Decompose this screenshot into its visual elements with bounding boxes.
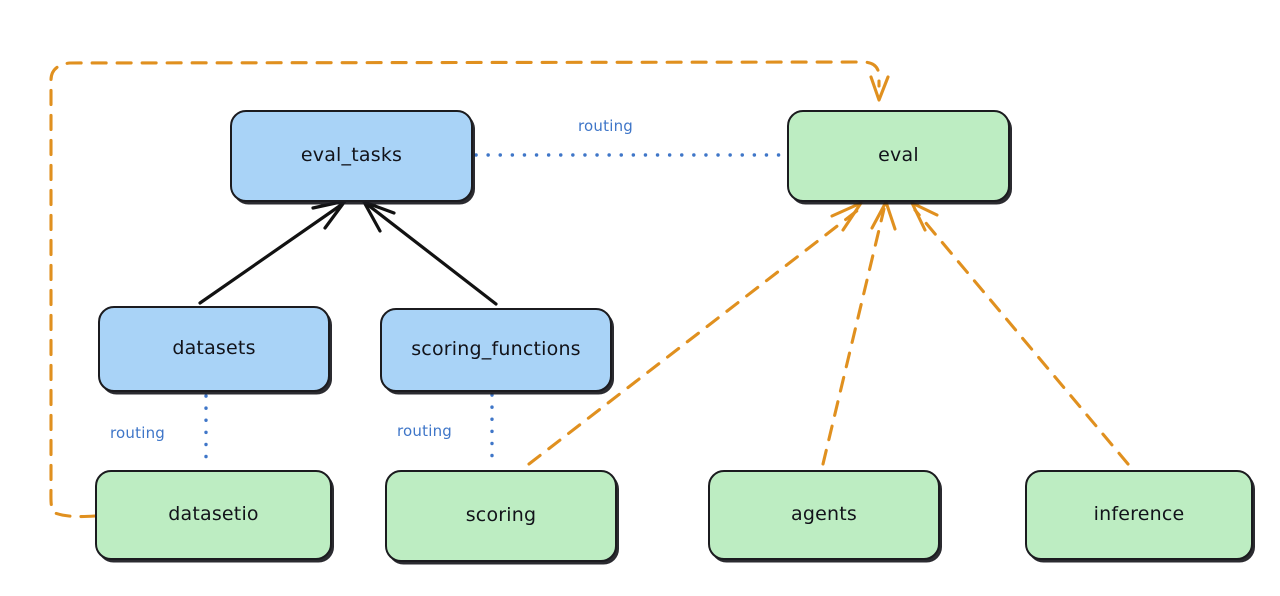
edge-agents-to-eval — [821, 200, 897, 466]
node-label-eval: eval — [878, 144, 919, 166]
node-label-scoring: scoring — [465, 504, 537, 526]
edge-inference-to-eval — [910, 201, 1130, 466]
node-scoring-functions[interactable]: scoring_functions — [380, 308, 612, 392]
node-scoring[interactable]: scoring — [385, 470, 617, 562]
edge-label-routing-scoring-functions: routing — [397, 422, 452, 440]
node-label-datasetio: datasetio — [168, 503, 259, 525]
edge-scoring-functions-to-eval-tasks — [362, 200, 498, 306]
node-eval-tasks[interactable]: eval_tasks — [230, 110, 473, 202]
node-label-datasets: datasets — [172, 337, 256, 359]
node-label-agents: agents — [791, 503, 857, 525]
node-agents[interactable]: agents — [708, 470, 940, 560]
node-inference[interactable]: inference — [1025, 470, 1253, 560]
node-datasetio[interactable]: datasetio — [95, 470, 332, 560]
node-label-inference: inference — [1093, 503, 1185, 525]
node-label-eval-tasks: eval_tasks — [300, 144, 403, 166]
node-eval[interactable]: eval — [787, 110, 1010, 202]
node-label-scoring-functions: scoring_functions — [411, 338, 581, 360]
edge-label-routing-datasets: routing — [110, 424, 165, 442]
node-datasets[interactable]: datasets — [98, 306, 330, 392]
edge-datasets-to-eval-tasks — [198, 199, 347, 305]
edge-label-routing-eval-tasks: routing — [578, 117, 633, 135]
